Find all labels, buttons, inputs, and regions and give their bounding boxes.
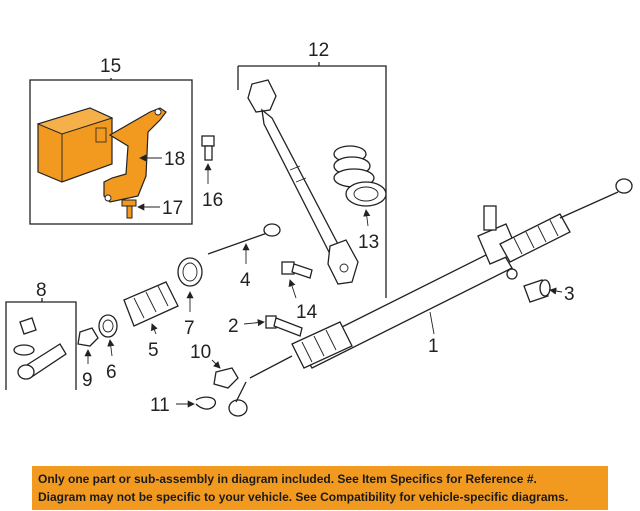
mount-bushing[interactable]: [523, 279, 551, 303]
callout-3: 3: [564, 284, 575, 305]
callout-11: 11: [150, 395, 170, 416]
cotter-clip[interactable]: [195, 396, 217, 410]
callout-2: 2: [228, 316, 239, 337]
boot-clamp[interactable]: [177, 257, 203, 287]
disclaimer-line-2: Diagram may not be specific to your vehi…: [38, 490, 569, 504]
callout-8: 8: [36, 280, 47, 301]
callout-12: 12: [308, 40, 329, 61]
bolt-14[interactable]: [281, 261, 313, 279]
callout-13: 13: [358, 232, 379, 253]
callout-16: 16: [202, 190, 223, 211]
power-steering-control-module[interactable]: [36, 107, 114, 183]
module-group-box: [29, 78, 193, 225]
intermediate-shaft[interactable]: [247, 79, 359, 285]
tie-rod-group-box: [5, 298, 77, 390]
tie-rod-nut[interactable]: [77, 327, 99, 347]
callout-1: 1: [428, 336, 439, 357]
callout-10: 10: [190, 342, 211, 363]
small-clamp[interactable]: [98, 314, 118, 338]
disclaimer-banner: Only one part or sub-assembly in diagram…: [32, 466, 608, 510]
nut-10[interactable]: [213, 367, 239, 389]
callout-7: 7: [184, 318, 195, 339]
bracket-bolt[interactable]: [121, 199, 137, 219]
callout-14: 14: [296, 302, 318, 323]
callout-17: 17: [162, 198, 183, 219]
callout-18: 18: [164, 149, 185, 170]
boot-seal[interactable]: [333, 145, 387, 207]
bolt-16[interactable]: [201, 135, 215, 161]
bolt-2[interactable]: [265, 315, 303, 337]
inner-tie-rod[interactable]: [207, 223, 281, 255]
outer-tie-rod-end[interactable]: [13, 317, 67, 380]
steering-rack-assembly[interactable]: [228, 178, 633, 417]
callout-6: 6: [106, 362, 117, 383]
callout-15: 15: [100, 56, 121, 77]
module-bracket[interactable]: [103, 107, 167, 203]
callout-9: 9: [82, 370, 93, 391]
rack-boot[interactable]: [123, 281, 179, 327]
shaft-group-box: [237, 62, 387, 298]
steering-gear-diagram: 15 12 18 17 16 13 4 14 7 5 2 3 1 8 9 6 1…: [5, 40, 633, 417]
disclaimer-line-1: Only one part or sub-assembly in diagram…: [38, 472, 537, 486]
callout-5: 5: [148, 340, 159, 361]
callout-4: 4: [240, 270, 251, 291]
